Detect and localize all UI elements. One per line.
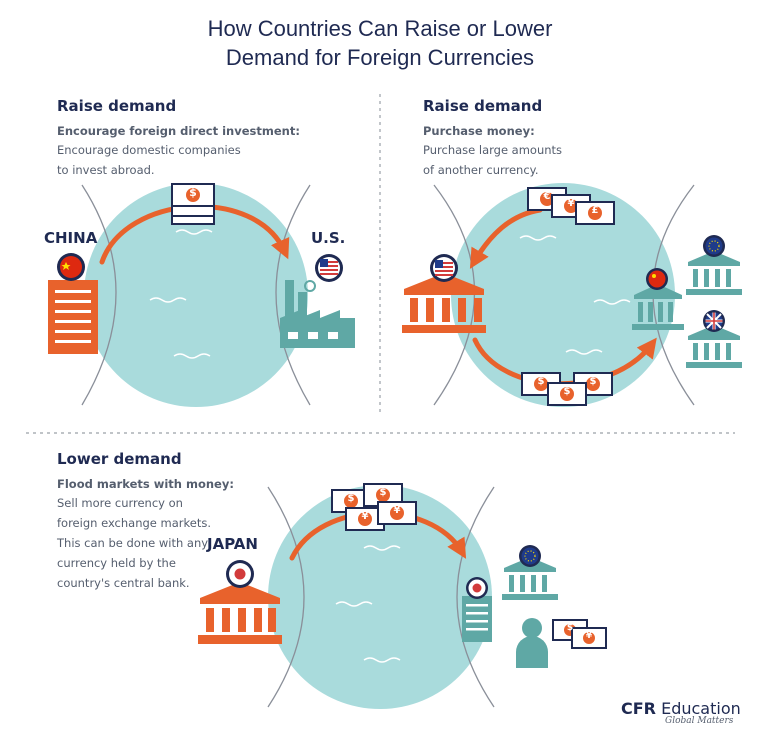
- panel-fdi-globe: [81, 183, 311, 407]
- brand-logo: CFR Education Global Matters: [621, 699, 751, 726]
- japan-company-building: [462, 577, 492, 642]
- flood-description: Sell more currency on foreign exchange m…: [57, 493, 211, 593]
- purchase-desc-line-1: Purchase large amounts: [423, 143, 563, 157]
- brand-name: CFR Education: [621, 699, 751, 718]
- country-label-us: U.S.: [311, 229, 346, 247]
- flood-eu-bank: [502, 545, 558, 600]
- japan-central-bank: [198, 560, 282, 644]
- purchase-method: Purchase money:: [423, 124, 535, 138]
- flood-desc-line-4: currency held by the: [57, 556, 176, 570]
- country-label-japan: JAPAN: [207, 535, 258, 553]
- purchase-top-symbol-2: ¥: [567, 198, 575, 209]
- purchase-top-symbol-1: €: [543, 191, 551, 202]
- fdi-description: Encourage domestic companies to invest a…: [57, 140, 241, 180]
- person-bill-symbol-2: ¥: [585, 631, 593, 641]
- purchase-bills-bottom: [521, 372, 613, 406]
- page-title: How Countries Can Raise or Lower Demand …: [0, 14, 760, 72]
- eu-central-bank: [686, 235, 742, 295]
- flood-symbol-2: $: [379, 487, 387, 498]
- purchase-top-symbol-3: £: [591, 205, 599, 216]
- flood-desc-line-5: country's central bank.: [57, 576, 190, 590]
- fdi-heading: Raise demand: [57, 97, 177, 115]
- fdi-dollar-symbol: $: [189, 186, 197, 199]
- flood-bills: [331, 483, 417, 531]
- purchase-bottom-symbol-1: $: [537, 376, 545, 387]
- fdi-method: Encourage foreign direct investment:: [57, 124, 300, 138]
- uk-central-bank: [686, 310, 742, 368]
- us-central-bank: [402, 254, 486, 333]
- purchase-description: Purchase large amounts of another curren…: [423, 140, 562, 180]
- title-line-1: How Countries Can Raise or Lower: [207, 16, 553, 41]
- fdi-desc-line-2: to invest abroad.: [57, 163, 155, 177]
- brand-tagline: Global Matters: [665, 716, 734, 726]
- purchase-heading: Raise demand: [423, 97, 543, 115]
- flood-method: Flood markets with money:: [57, 477, 234, 491]
- panel-flood-globe: [267, 485, 495, 709]
- title-line-2: Demand for Foreign Currencies: [225, 45, 535, 70]
- panel-purchase-globe: [433, 183, 695, 407]
- purchase-bills-top: [527, 187, 615, 225]
- flood-symbol-3: ¥: [361, 511, 369, 522]
- brand-name-bold: CFR: [621, 699, 656, 718]
- china-office-building: [48, 253, 98, 354]
- purchase-arrow-top: [469, 207, 543, 269]
- investor-person: [516, 618, 607, 668]
- china-central-bank: [632, 268, 684, 330]
- flood-heading: Lower demand: [57, 450, 182, 468]
- fdi-banknote-stack: [171, 183, 215, 225]
- person-bill-symbol-1: $: [566, 623, 574, 633]
- flood-desc-line-2: foreign exchange markets.: [57, 516, 211, 530]
- purchase-desc-line-2: of another currency.: [423, 163, 539, 177]
- purchase-bottom-symbol-2: $: [563, 386, 571, 397]
- country-label-china: CHINA: [44, 229, 98, 247]
- us-factory: [280, 254, 355, 348]
- flood-desc-line-1: Sell more currency on: [57, 496, 183, 510]
- purchase-bottom-symbol-3: $: [589, 376, 597, 387]
- brand-name-rest: Education: [656, 699, 741, 718]
- flood-symbol-1: $: [347, 493, 355, 504]
- flood-desc-line-3: This can be done with any: [57, 536, 209, 550]
- flood-symbol-4: ¥: [393, 505, 401, 516]
- fdi-desc-line-1: Encourage domestic companies: [57, 143, 241, 157]
